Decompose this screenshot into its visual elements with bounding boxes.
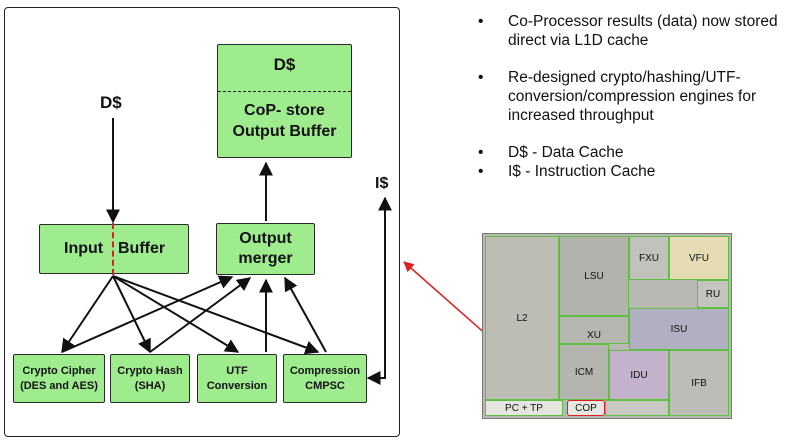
cop-store-output-buffer: D$ CoP- store Output Buffer xyxy=(217,44,352,158)
cop-store-label: CoP- store Output Buffer xyxy=(232,102,337,140)
bullet-list: • Co-Processor results (data) now stored… xyxy=(478,12,778,181)
input-buffer-left-label: Input xyxy=(64,240,104,257)
die-unit-l2: L2 xyxy=(485,236,559,400)
die-unit-xu: XU xyxy=(559,316,629,344)
die-unit-filler xyxy=(605,400,669,416)
bullet-item: • I$ - Instruction Cache xyxy=(478,163,656,180)
crypto-hash-engine: Crypto Hash (SHA) xyxy=(110,354,190,403)
crypto-cipher-engine: Crypto Cipher (DES and AES) xyxy=(13,354,105,403)
die-unit-ifb: IFB xyxy=(669,350,729,416)
bullet-dot-icon: • xyxy=(478,163,484,180)
die-unit-icm: ICM xyxy=(559,344,609,400)
input-buffer-right-label: Buffer xyxy=(118,240,166,257)
die-unit-pc-tp: PC + TP xyxy=(485,400,563,416)
bullet-dot-icon: • xyxy=(478,13,484,30)
input-to-engine-arrows xyxy=(61,275,320,355)
die-unit-fxu: FXU xyxy=(629,236,669,280)
bullet-dot-icon: • xyxy=(478,144,484,161)
compression-engine: Compression CMPSC xyxy=(283,354,367,403)
utf-conversion-engine: UTF Conversion xyxy=(197,354,277,403)
input-buffer: Input Buffer xyxy=(39,223,189,275)
die-unit-ru: RU xyxy=(697,280,729,308)
cop-store-ds-label: D$ xyxy=(273,55,296,74)
engine-to-merger-arrows xyxy=(61,275,327,353)
bullet-item: • D$ - Data Cache xyxy=(478,144,624,161)
cop-store-dashed-divider xyxy=(218,91,351,92)
bullet-item: • Re-designed crypto/hashing/UTF-convers… xyxy=(478,69,757,124)
die-unit-isu: ISU xyxy=(629,308,729,350)
die-unit-idu: IDU xyxy=(609,350,669,400)
bullet-dot-icon: • xyxy=(478,69,484,86)
die-unit-cop: COP xyxy=(567,400,605,416)
ds-input-label: D$ xyxy=(100,93,122,112)
processor-die-floorplan: L2 LSU FXU VFU RU XU ISU ICM IDU IFB PC … xyxy=(482,233,732,419)
input-buffer-split xyxy=(112,223,114,275)
die-unit-vfu: VFU xyxy=(669,236,729,280)
is-label: I$ xyxy=(375,175,389,192)
die-unit-lsu: LSU xyxy=(559,236,629,316)
bullet-item: • Co-Processor results (data) now stored… xyxy=(478,13,778,49)
is-to-compression-arrow xyxy=(366,198,386,385)
output-merger: Output merger xyxy=(216,223,315,275)
